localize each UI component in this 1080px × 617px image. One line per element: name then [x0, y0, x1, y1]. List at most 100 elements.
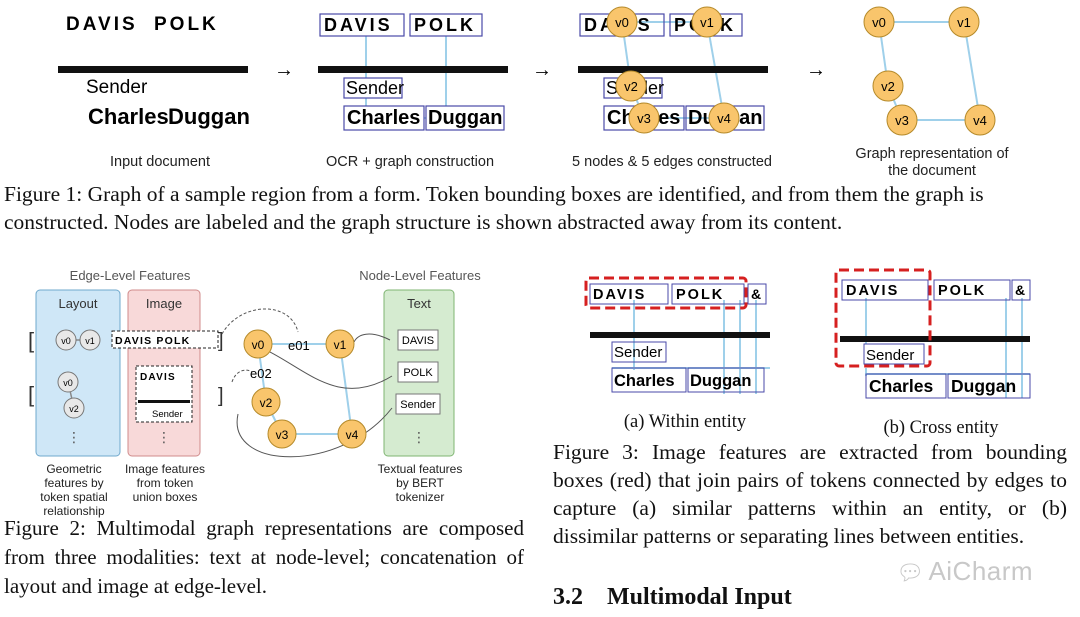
- svg-text:&: &: [751, 286, 761, 302]
- wechat-icon: 💬︎: [896, 560, 925, 585]
- svg-text:v0: v0: [252, 338, 265, 352]
- svg-text:Sender: Sender: [866, 347, 914, 364]
- svg-text:v2: v2: [260, 396, 273, 410]
- figure-2-caption: Figure 2: Multimodal graph representatio…: [4, 516, 524, 598]
- svg-text:DAVIS: DAVIS: [593, 287, 646, 303]
- svg-text:POLK: POLK: [676, 287, 724, 303]
- svg-text:⋮: ⋮: [67, 429, 81, 445]
- watermark-text: AiCharm: [928, 556, 1034, 586]
- fig2-node-v1: v1: [325, 329, 355, 359]
- p4-node-v0: v0: [863, 6, 895, 38]
- figure-1-graphic: DAVIS POLK Sender Charles Duggan → DAVIS…: [58, 6, 996, 136]
- text-note: Textual features by BERT tokenizer: [377, 462, 463, 504]
- p4-node-v4: v4: [964, 104, 996, 136]
- svg-text:v1: v1: [85, 336, 95, 346]
- p3-node-v3: v3: [628, 102, 660, 134]
- p3-node-v4: v4: [708, 102, 740, 134]
- figure-1-caption: Figure 1: Graph of a sample region from …: [4, 182, 984, 234]
- figure-3-graphic: DAVIS POLK & Sender Charles Duggan DAVIS…: [584, 268, 1031, 399]
- image-token-davis: DAVIS: [140, 372, 176, 383]
- p4-node-v3: v3: [886, 104, 918, 136]
- doc-duggan: Duggan: [168, 104, 250, 129]
- fig2-node-v3: v3: [267, 419, 297, 449]
- fig3-sub-a: (a) Within entity: [623, 412, 747, 432]
- fig2-node-v2: v2: [251, 387, 281, 417]
- svg-text:[: [: [28, 382, 34, 407]
- svg-text:v0: v0: [872, 15, 886, 30]
- edge-level-title: Edge-Level Features: [69, 268, 191, 283]
- svg-text:v4: v4: [973, 113, 987, 128]
- svg-text:v1: v1: [334, 338, 347, 352]
- image-col-title: Image: [146, 296, 182, 311]
- arrow-2: →: [532, 59, 552, 81]
- figure-2-graphic: Layout [ v0 v1 [ v0 v2 ⋮ Image DAVIS POL…: [28, 289, 455, 458]
- p4-node-v2: v2: [872, 70, 904, 102]
- svg-text:⋮: ⋮: [412, 429, 426, 445]
- svg-text:v0: v0: [615, 15, 629, 30]
- svg-text:v2: v2: [69, 404, 79, 414]
- stage-label-1: Input document: [110, 154, 210, 170]
- svg-text:v4: v4: [346, 428, 359, 442]
- svg-text:v0: v0: [61, 336, 71, 346]
- edge-e01: e01: [288, 338, 310, 353]
- p3-node-v1: v1: [691, 6, 723, 38]
- svg-text:v2: v2: [881, 79, 895, 94]
- svg-text:v3: v3: [637, 111, 651, 126]
- arrow-3: →: [806, 59, 826, 81]
- arrow-1: →: [274, 59, 294, 81]
- svg-text:Sender: Sender: [614, 344, 662, 361]
- p4-node-v1: v1: [948, 6, 980, 38]
- svg-text:v2: v2: [624, 79, 638, 94]
- image-token-davis-polk: DAVIS POLK: [115, 335, 190, 347]
- layout-col-title: Layout: [58, 296, 97, 311]
- image-note: Image features from token union boxes: [124, 462, 206, 504]
- stage-label-2: OCR + graph construction: [325, 154, 495, 170]
- fig3-panel-a: DAVIS POLK & Sender Charles Duggan: [584, 276, 770, 394]
- p3-node-v0: v0: [606, 6, 638, 38]
- svg-text:Charles: Charles: [614, 372, 675, 390]
- section-title: Multimodal Input: [607, 584, 792, 610]
- doc-charles: Charles: [88, 104, 169, 129]
- svg-text:Charles: Charles: [869, 376, 933, 396]
- svg-text:v1: v1: [957, 15, 971, 30]
- fig3-panel-b: DAVIS POLK & Sender Charles Duggan: [834, 268, 1031, 399]
- svg-text:v0: v0: [63, 378, 73, 388]
- ocr-charles: Charles: [347, 107, 420, 129]
- svg-text:v1: v1: [700, 15, 714, 30]
- doc-polk: POLK: [154, 14, 219, 35]
- svg-text:[: [: [28, 328, 34, 353]
- ocr-sender: Sender: [346, 78, 404, 98]
- doc-davis: DAVIS: [66, 14, 138, 35]
- edge-e02: e02: [250, 366, 272, 381]
- svg-text:]: ]: [218, 385, 224, 407]
- section-number: 3.2: [553, 584, 583, 610]
- svg-text:v3: v3: [895, 113, 909, 128]
- svg-text:Duggan: Duggan: [690, 372, 751, 390]
- layout-note: Geometric features by token spatial rela…: [40, 462, 108, 518]
- svg-text:Duggan: Duggan: [951, 376, 1016, 396]
- fig2-node-v4: v4: [337, 419, 367, 449]
- svg-text:⋮: ⋮: [157, 429, 171, 445]
- fig3-sub-b: (b) Cross entity: [883, 418, 999, 438]
- text-token-polk: POLK: [403, 367, 433, 379]
- image-token-sender: Sender: [152, 409, 183, 420]
- watermark: 💬︎AiCharm: [896, 556, 1033, 587]
- svg-text:]: ]: [218, 330, 224, 352]
- svg-text:v3: v3: [276, 428, 289, 442]
- ocr-davis: DAVIS: [324, 15, 393, 35]
- stage-label-4: Graph representation of the document: [855, 146, 1009, 179]
- svg-text:POLK: POLK: [938, 283, 986, 299]
- ocr-polk: POLK: [414, 15, 476, 35]
- svg-text:DAVIS: DAVIS: [846, 283, 899, 299]
- doc-sender: Sender: [86, 77, 148, 98]
- figure-3-caption: Figure 3: Image features are extracted f…: [553, 440, 1067, 548]
- text-token-davis: DAVIS: [402, 335, 434, 347]
- text-token-sender: Sender: [400, 399, 436, 411]
- svg-text:&: &: [1015, 282, 1025, 298]
- ocr-duggan: Duggan: [428, 107, 502, 129]
- text-col-title: Text: [407, 296, 431, 311]
- section-heading: 3.2 Multimodal Input: [553, 584, 792, 611]
- p3-node-v2: v2: [615, 70, 647, 102]
- stage-label-3: 5 nodes & 5 edges constructed: [572, 154, 772, 170]
- fig2-node-v0: v0: [243, 329, 273, 359]
